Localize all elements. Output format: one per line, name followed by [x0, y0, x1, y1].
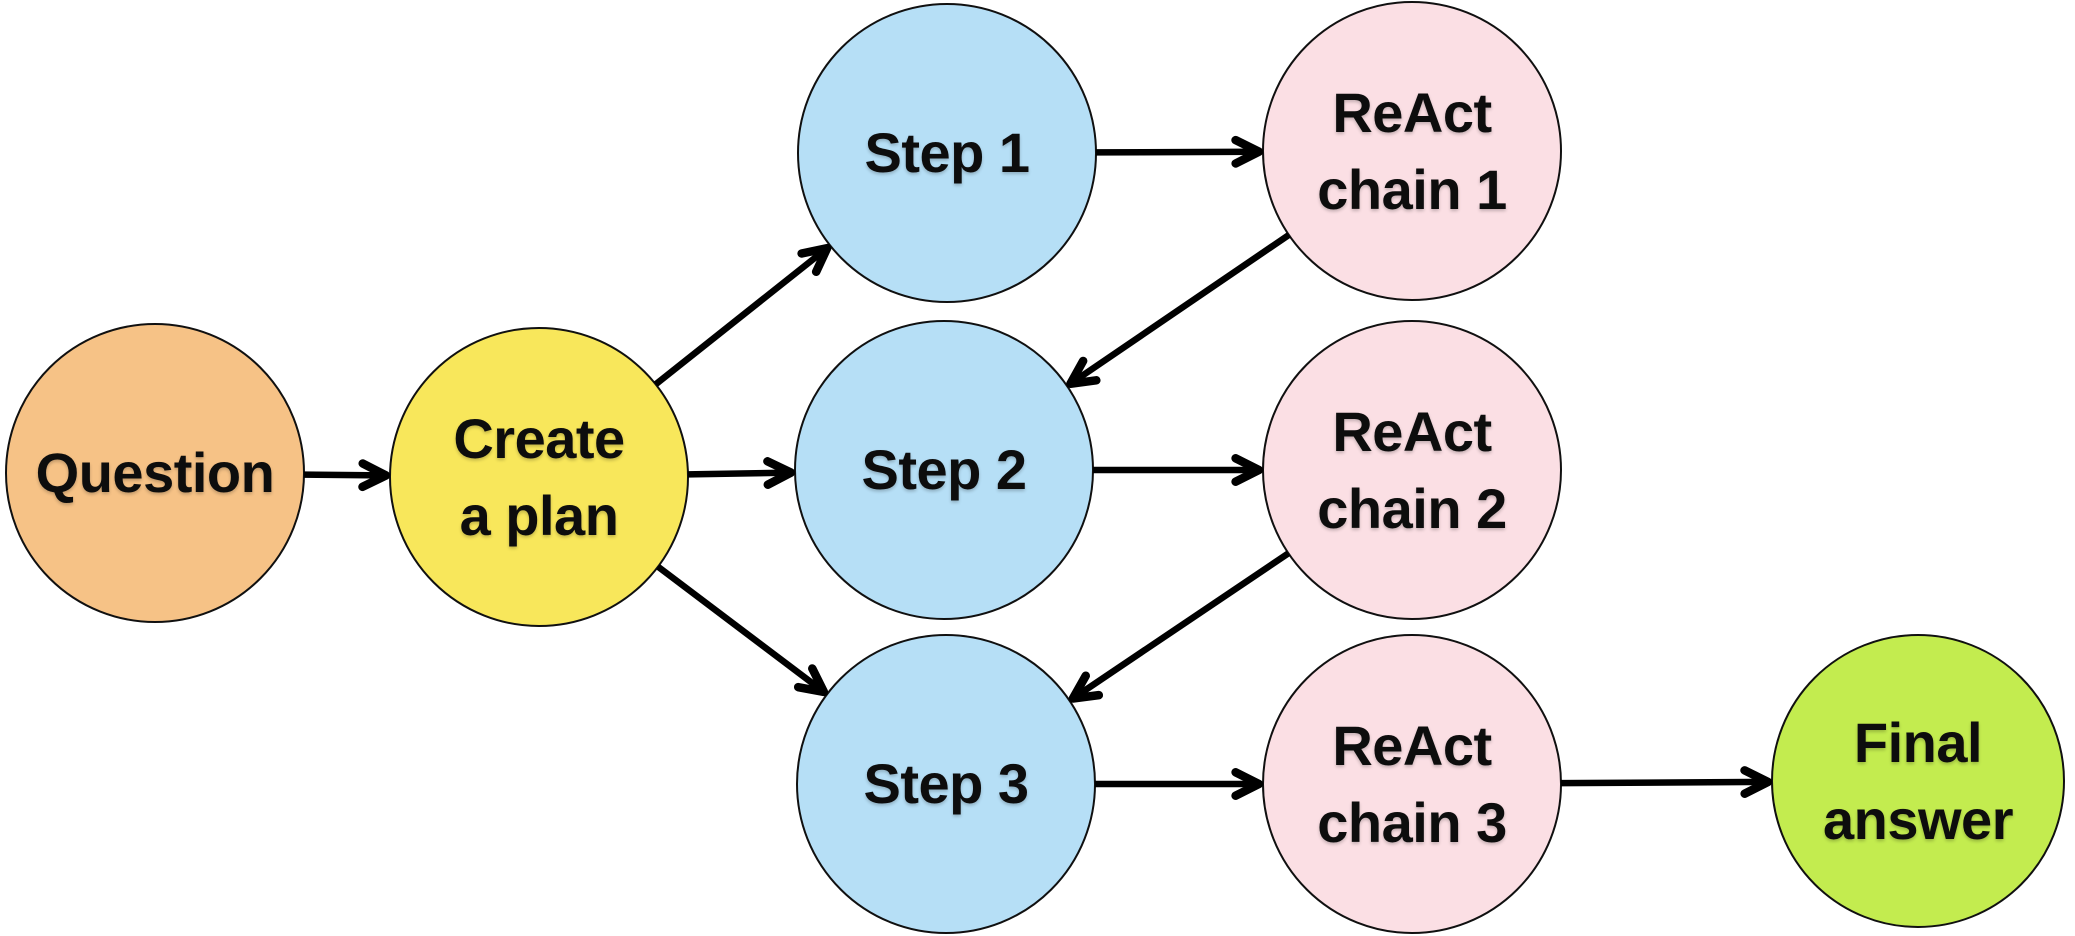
node-label-step-1: Step 1: [864, 121, 1030, 185]
node-create-plan: Create a plan: [389, 327, 689, 627]
node-question: Question: [5, 323, 305, 623]
node-label-step-2: Step 2: [861, 438, 1027, 502]
node-label-react-chain-3: ReAct chain 3: [1317, 713, 1507, 854]
node-label-question: Question: [35, 441, 275, 505]
node-react-chain-3: ReAct chain 3: [1262, 634, 1562, 934]
node-label-react-chain-2: ReAct chain 2: [1317, 399, 1507, 540]
node-label-final-answer: Final answer: [1823, 710, 2014, 851]
node-react-chain-1: ReAct chain 1: [1262, 1, 1562, 301]
node-label-step-3: Step 3: [863, 752, 1029, 816]
node-step-3: Step 3: [796, 634, 1096, 934]
node-final-answer: Final answer: [1771, 634, 2065, 928]
node-react-chain-2: ReAct chain 2: [1262, 320, 1562, 620]
node-label-react-chain-1: ReAct chain 1: [1317, 80, 1507, 221]
node-step-2: Step 2: [794, 320, 1094, 620]
node-step-1: Step 1: [797, 3, 1097, 303]
node-label-create-plan: Create a plan: [453, 406, 625, 547]
